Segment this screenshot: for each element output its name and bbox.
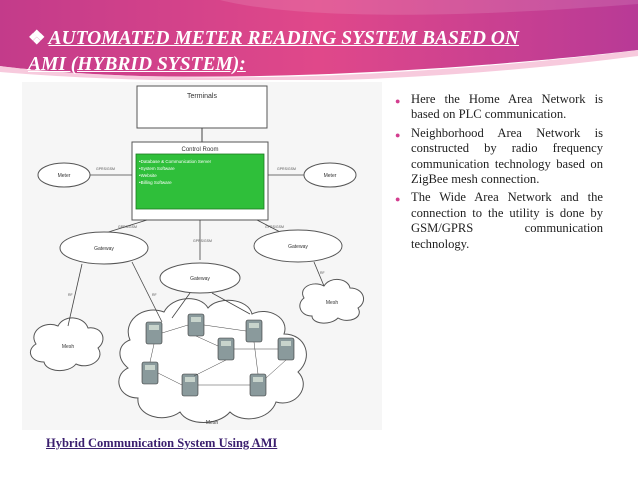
ami-network-diagram: Terminals Control Room •Database & Commu… xyxy=(22,82,382,430)
title-line-1: AUTOMATED METER READING SYSTEM BASED ON xyxy=(48,28,519,49)
link-label-rf-2: RF xyxy=(152,293,157,297)
mesh-bottom-label: Mesh xyxy=(206,420,218,426)
bullet-item: ●Neighborhood Area Network is constructe… xyxy=(395,125,603,187)
control-room-label: Control Room xyxy=(181,147,218,153)
gateway-left-node xyxy=(59,231,149,265)
link-label-rf-1: RF xyxy=(68,293,73,297)
gateway-center-label: Gateway xyxy=(190,276,210,282)
terminals-label: Terminals xyxy=(187,93,217,100)
link-label-gprs-left: GPRS/GSM xyxy=(96,167,115,171)
bullet-marker-icon: ● xyxy=(395,129,401,140)
gateway-center-node xyxy=(159,262,241,294)
terminals-box xyxy=(136,85,268,129)
gateway-right-node xyxy=(253,229,343,263)
bullet-item: ●The Wide Area Network and the connectio… xyxy=(395,190,603,251)
link-label-gprs-center: GPRS/GSM xyxy=(193,239,212,243)
link-label-gprs-gw-left: GPRS/GSM xyxy=(118,225,137,229)
diagram-caption: Hybrid Communication System Using AMI xyxy=(46,436,278,450)
link-label-gprs-gw-right: GPRS/GSM xyxy=(265,225,284,229)
cr-item-1: •Database & Communication Server xyxy=(139,159,212,164)
cr-item-4: •Billing Software xyxy=(139,180,172,185)
link-label-gprs-right: GPRS/GSM xyxy=(277,167,296,171)
link-label-rf-3: RF xyxy=(320,271,325,275)
gateway-left-label: Gateway xyxy=(94,246,114,252)
title-line-2: AMI (HYBRID SYSTEM): xyxy=(28,54,246,75)
header-banner xyxy=(0,0,638,80)
bullet-marker-icon: ● xyxy=(395,96,401,106)
meter-left-label: Meter xyxy=(58,173,71,179)
mesh-left-label: Mesh xyxy=(62,344,74,350)
control-room-panel xyxy=(135,153,265,210)
cr-item-3: •Website xyxy=(139,173,157,178)
cr-item-2: •System Software xyxy=(139,166,175,171)
gateway-right-label: Gateway xyxy=(288,244,308,250)
bullet-list: ●Here the Home Area Network is based on … xyxy=(393,92,603,255)
mesh-right-label: Mesh xyxy=(326,300,338,306)
bullet-marker-icon: ● xyxy=(395,194,401,205)
slide-title: ❖AUTOMATED METER READING SYSTEM BASED ON… xyxy=(28,26,628,78)
meter-right-label: Meter xyxy=(324,173,337,179)
mesh-left-cloud xyxy=(29,317,104,371)
bullet-item: ●Here the Home Area Network is based on … xyxy=(395,92,603,122)
checkmark-icon: ❖ xyxy=(28,28,46,49)
